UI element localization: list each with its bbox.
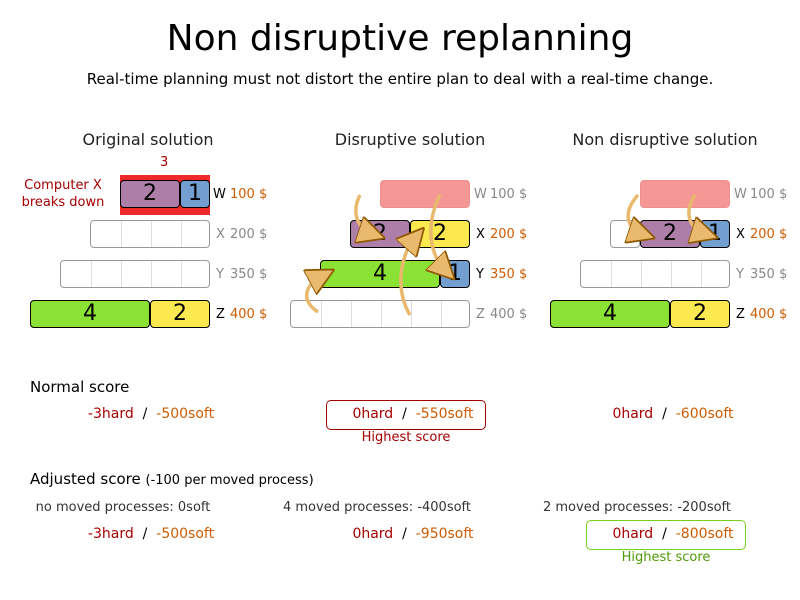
adjusted-score-disruptive: 0hard / -950soft xyxy=(293,526,533,542)
hard-score: 0hard xyxy=(612,526,654,542)
process-2-on-z: 2 xyxy=(670,300,730,328)
process-2-on-z: 2 xyxy=(150,300,210,328)
soft-score: -800soft xyxy=(675,526,734,542)
breakdown-label: Computer X breaks down xyxy=(18,177,108,211)
computer-z-cost: 400 $ xyxy=(750,307,788,322)
computer-y-name: Y xyxy=(216,267,224,282)
nondisruptive-moves: 2 moved processes: -200soft xyxy=(542,500,731,515)
highest-adjusted-score-label: Highest score xyxy=(621,550,711,565)
computer-y-slot xyxy=(580,260,730,288)
computer-y-slot xyxy=(60,260,210,288)
normal-score-heading: Normal score xyxy=(30,378,130,396)
score-separator: / xyxy=(662,406,667,422)
computer-x-cost: 200 $ xyxy=(750,227,788,242)
computer-y-cost: 350 $ xyxy=(230,267,268,282)
arrow-icon xyxy=(307,276,322,314)
computer-w-cost: 100 $ xyxy=(490,187,528,202)
broken-computer-w-block xyxy=(640,180,730,208)
computer-z-name: Z xyxy=(736,307,745,322)
computer-z-name: Z xyxy=(476,307,485,322)
score-separator: / xyxy=(402,406,407,422)
computer-y-cost: 350 $ xyxy=(490,267,528,282)
computer-w-name: W xyxy=(213,187,226,202)
computer-x-cost: 200 $ xyxy=(490,227,528,242)
computer-w-cost: 100 $ xyxy=(230,187,268,202)
computer-z-name: Z xyxy=(216,307,225,322)
hard-score: -3hard xyxy=(87,406,134,422)
original-solution-title: Original solution xyxy=(82,130,214,149)
soft-score: -950soft xyxy=(415,526,474,542)
soft-score: -500soft xyxy=(156,406,215,422)
arrow-icon xyxy=(687,194,705,234)
computer-z-cost: 400 $ xyxy=(490,307,528,322)
normal-score-nondisruptive: 0hard / -600soft xyxy=(553,406,793,422)
original-moves: no moved processes: 0soft xyxy=(35,500,211,515)
nondisruptive-solution-title: Non disruptive solution xyxy=(572,130,758,149)
computer-w-name: W xyxy=(474,187,487,202)
adjusted-score-heading: Adjusted score (-100 per moved process) xyxy=(30,470,314,488)
score-separator: / xyxy=(402,526,407,542)
highest-score-frame xyxy=(326,400,486,430)
soft-score: -550soft xyxy=(415,406,474,422)
score-separator: / xyxy=(662,526,667,542)
disruptive-arrows xyxy=(307,194,445,316)
process-4-on-y: 4 xyxy=(320,260,440,288)
computer-x-cost: 200 $ xyxy=(230,227,268,242)
computer-x-name: X xyxy=(736,227,745,242)
breakdown-line2: breaks down xyxy=(21,195,105,210)
highest-score-label: Highest score xyxy=(361,430,451,445)
computer-x-name: X xyxy=(216,227,225,242)
arrow-icon xyxy=(354,194,372,234)
computer-z-cost: 400 $ xyxy=(230,307,268,322)
arrow-icon xyxy=(628,193,642,234)
adjusted-score-note: (-100 per moved process) xyxy=(145,473,314,488)
process-1-on-x: 1 xyxy=(180,180,210,208)
computer-y-cost: 350 $ xyxy=(750,267,788,282)
score-separator: / xyxy=(142,526,148,542)
hard-score: 0hard xyxy=(352,406,394,422)
adjusted-score-original: -3hard / -500soft xyxy=(31,526,271,542)
computer-z-slot xyxy=(290,300,470,328)
page-subtitle: Real-time planning must not distort the … xyxy=(86,70,714,88)
page-title: Non disruptive replanning xyxy=(166,18,634,59)
computer-x-name: X xyxy=(476,227,485,242)
disruptive-moves: 4 moved processes: -400soft xyxy=(282,500,471,515)
hard-score: 0hard xyxy=(612,406,654,422)
arrow-icon xyxy=(431,194,445,270)
computer-w-name: W xyxy=(734,187,747,202)
adjusted-score-title: Adjusted score xyxy=(30,470,141,488)
adjusted-score-nondisruptive: 0hard / -800soft xyxy=(553,526,793,542)
arrow-icon xyxy=(401,238,415,316)
hard-score: 0hard xyxy=(352,526,394,542)
computer-y-name: Y xyxy=(476,267,484,282)
process-4-on-z: 4 xyxy=(30,300,150,328)
broken-computer-w-block xyxy=(380,180,470,208)
nondisruptive-arrows xyxy=(628,193,705,234)
overload-count: 3 xyxy=(160,155,169,170)
computer-x-slot xyxy=(90,220,210,248)
hard-score: -3hard xyxy=(87,526,134,542)
disruptive-solution-title: Disruptive solution xyxy=(334,130,486,149)
process-4-on-z: 4 xyxy=(550,300,670,328)
process-2-on-x: 2 xyxy=(120,180,180,208)
computer-y-name: Y xyxy=(736,267,744,282)
normal-score-original: -3hard / -500soft xyxy=(31,406,271,422)
score-separator: / xyxy=(142,406,148,422)
highest-adjusted-score-frame xyxy=(586,520,746,550)
soft-score: -600soft xyxy=(675,406,734,422)
computer-w-cost: 100 $ xyxy=(750,187,788,202)
soft-score: -500soft xyxy=(156,526,215,542)
normal-score-disruptive: 0hard / -550soft xyxy=(293,406,533,422)
breakdown-line1: Computer X xyxy=(24,178,102,193)
